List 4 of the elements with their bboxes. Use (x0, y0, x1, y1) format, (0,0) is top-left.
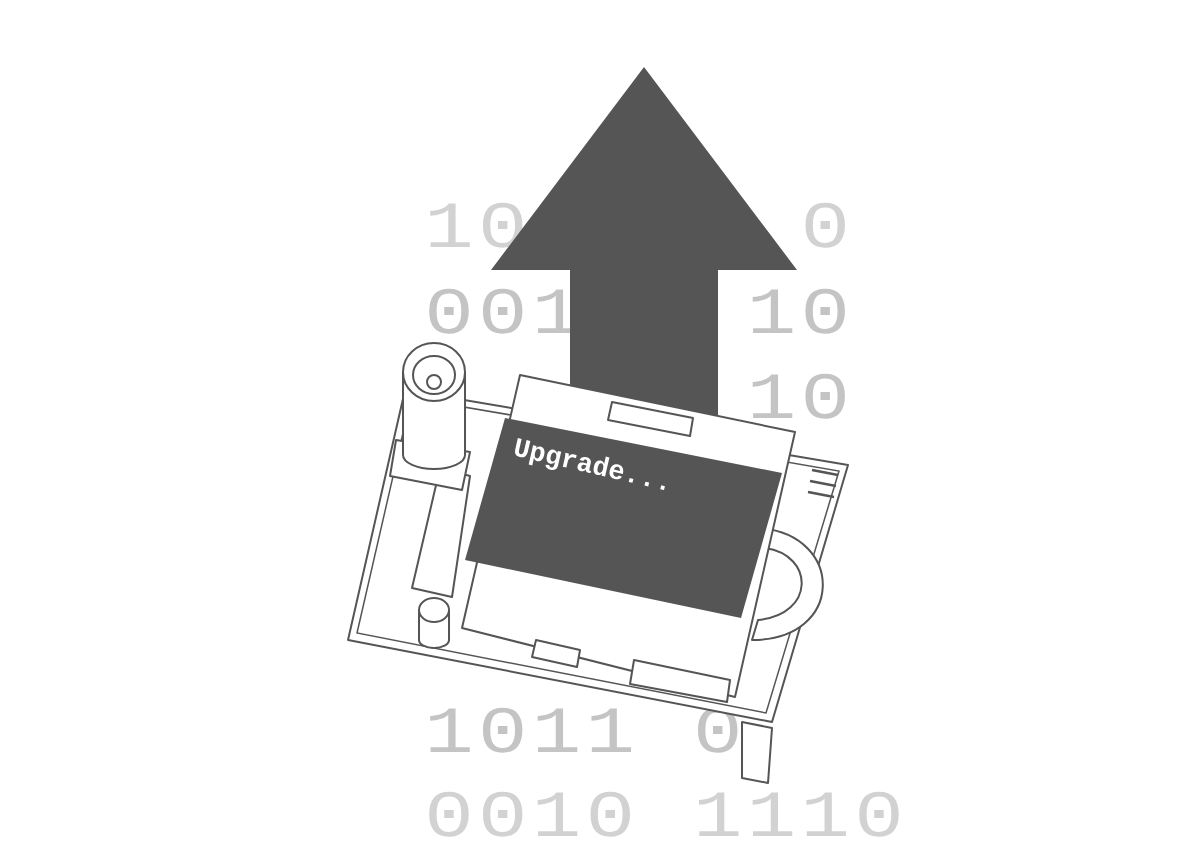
binary-digits: 10 (752, 288, 845, 334)
binary-digits: 1011 (430, 707, 632, 753)
binary-digits: 10 (752, 373, 845, 419)
binary-digits: 001 (429, 288, 578, 334)
